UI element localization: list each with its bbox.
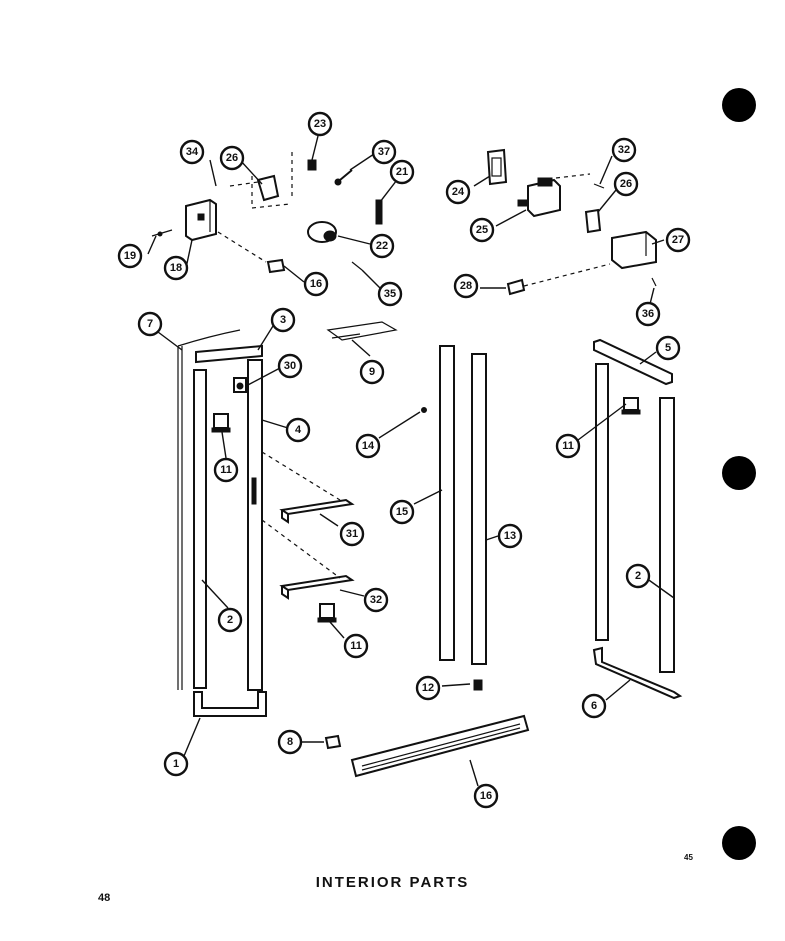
svg-text:16: 16: [480, 790, 492, 802]
svg-text:7: 7: [147, 318, 153, 330]
svg-text:3: 3: [280, 314, 286, 326]
svg-text:12: 12: [422, 682, 434, 694]
callout-33: 32: [611, 137, 637, 163]
svg-text:37: 37: [378, 146, 390, 158]
left-frame-assembly: [177, 329, 267, 717]
callout-9: 9: [359, 359, 385, 385]
corner-mark: 45: [684, 853, 693, 862]
svg-text:9: 9: [369, 366, 375, 378]
svg-text:8: 8: [287, 736, 293, 748]
svg-text:15: 15: [396, 506, 408, 518]
svg-text:2: 2: [635, 570, 641, 582]
svg-text:24: 24: [452, 186, 465, 198]
callout-34-left: 34: [179, 139, 205, 165]
callout-5: 5: [655, 335, 681, 361]
svg-text:11: 11: [220, 464, 232, 476]
svg-text:11: 11: [350, 640, 362, 652]
svg-text:6: 6: [591, 700, 597, 712]
right-frame-assembly: [592, 338, 683, 700]
callout-19: 19: [117, 243, 143, 269]
callout-36: 36: [635, 301, 661, 327]
svg-text:19: 19: [124, 250, 136, 262]
callout-22: 22: [369, 233, 395, 259]
callout-35: 35: [377, 281, 403, 307]
callout-26-right: 26: [613, 171, 639, 197]
callout-32: 32: [363, 587, 389, 613]
callout-18: 18: [163, 255, 189, 281]
callout-2-left: 2: [217, 607, 243, 633]
svg-text:34: 34: [186, 146, 199, 158]
callout-24: 24: [445, 179, 471, 205]
svg-text:1: 1: [173, 758, 179, 770]
svg-text:35: 35: [384, 288, 396, 300]
right-control-cluster: [486, 148, 657, 296]
callout-7: 7: [137, 311, 163, 337]
page-number: 48: [98, 892, 111, 904]
svg-text:21: 21: [396, 166, 408, 178]
callout-16-small: 16: [303, 271, 329, 297]
svg-text:18: 18: [170, 262, 182, 274]
svg-text:32: 32: [618, 144, 630, 156]
svg-text:2: 2: [227, 614, 233, 626]
callouts: 7 3 30 4 11 2 1 31 32 11 9 14 15 13 12 8…: [117, 111, 691, 809]
callout-1: 1: [163, 751, 189, 777]
binder-hole-bottom: [722, 826, 756, 860]
callout-30: 30: [277, 353, 303, 379]
svg-text:4: 4: [295, 424, 302, 436]
svg-text:36: 36: [642, 308, 654, 320]
svg-text:30: 30: [284, 360, 296, 372]
center-parts: [324, 321, 530, 778]
callout-23: 23: [307, 111, 333, 137]
shelf-brackets: [261, 451, 355, 623]
svg-text:14: 14: [362, 440, 375, 452]
callout-37: 37: [371, 139, 397, 165]
callout-31: 31: [339, 521, 365, 547]
svg-text:16: 16: [310, 278, 322, 290]
left-control-cluster: [151, 152, 383, 274]
callout-11-middle: 11: [343, 633, 369, 659]
svg-text:13: 13: [504, 530, 516, 542]
callout-6: 6: [581, 693, 607, 719]
svg-text:32: 32: [370, 594, 382, 606]
callout-15: 15: [389, 499, 415, 525]
callout-21: 21: [389, 159, 415, 185]
callout-27: 27: [665, 227, 691, 253]
callout-16-grille: 16: [473, 783, 499, 809]
callout-28: 28: [453, 273, 479, 299]
callout-11-left: 11: [213, 457, 239, 483]
svg-text:11: 11: [562, 440, 574, 452]
svg-text:28: 28: [460, 280, 472, 292]
svg-text:22: 22: [376, 240, 388, 252]
svg-text:27: 27: [672, 234, 684, 246]
callout-12: 12: [415, 675, 441, 701]
svg-text:25: 25: [476, 224, 488, 236]
svg-text:26: 26: [226, 152, 238, 164]
binder-hole-top: [722, 88, 756, 122]
svg-text:23: 23: [314, 118, 326, 130]
callout-14: 14: [355, 433, 381, 459]
diagram-caption: INTERIOR PARTS: [315, 874, 470, 891]
leader-lines: [147, 135, 675, 787]
callout-2-right: 2: [625, 563, 651, 589]
callout-26-left: 26: [219, 145, 245, 171]
callout-13: 13: [497, 523, 523, 549]
callout-3: 3: [270, 307, 296, 333]
callout-8: 8: [277, 729, 303, 755]
svg-text:31: 31: [346, 528, 358, 540]
callout-25: 25: [469, 217, 495, 243]
binder-hole-middle: [722, 456, 756, 490]
callout-11-right: 11: [555, 433, 581, 459]
svg-text:26: 26: [620, 178, 632, 190]
svg-text:5: 5: [665, 342, 671, 354]
callout-4: 4: [285, 417, 311, 443]
